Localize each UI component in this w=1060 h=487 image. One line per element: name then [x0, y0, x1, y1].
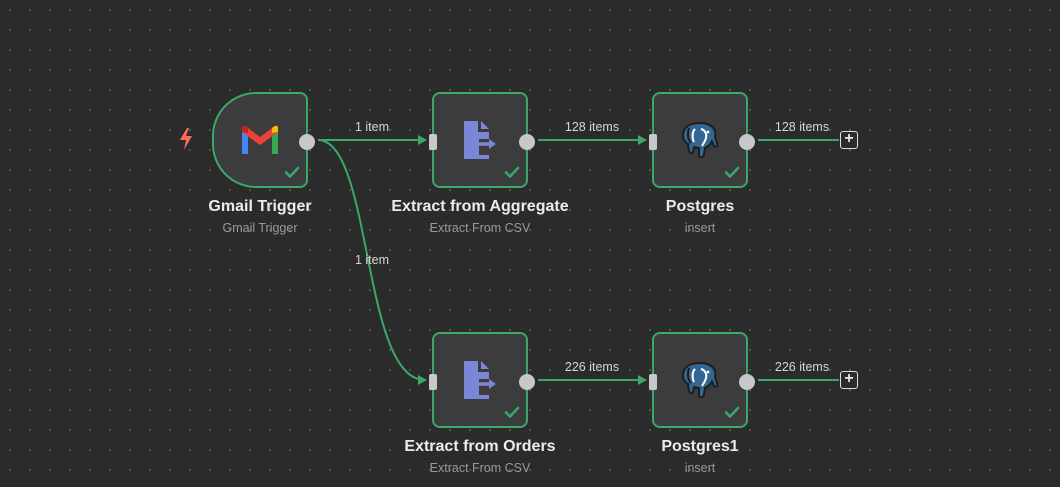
- postgres-icon: [682, 362, 719, 399]
- edge-label: 226 items: [774, 360, 830, 374]
- node-subtitle: Extract From CSV: [429, 221, 531, 235]
- postgres-icon: [682, 122, 719, 159]
- node-extract-from-aggregate[interactable]: [429, 92, 535, 188]
- input-handle[interactable]: [429, 374, 437, 390]
- gmail-icon: [242, 125, 278, 154]
- success-check-icon: [724, 166, 740, 178]
- node-subtitle: Extract From CSV: [429, 461, 531, 475]
- node-postgres[interactable]: [649, 92, 755, 188]
- edge-label: 226 items: [564, 360, 620, 374]
- node-title: Extract from Aggregate: [391, 198, 569, 215]
- edge-label: 1 item: [354, 253, 390, 267]
- success-check-icon: [504, 406, 520, 418]
- edge-label: 1 item: [354, 120, 390, 134]
- output-handle[interactable]: [739, 374, 755, 390]
- input-handle[interactable]: [649, 374, 657, 390]
- arrowhead: [418, 375, 427, 385]
- node-title: Postgres: [665, 198, 735, 215]
- node-subtitle: insert: [684, 461, 716, 475]
- node-title: Extract from Orders: [404, 438, 556, 455]
- edge-label: 128 items: [564, 120, 620, 134]
- extract-file-icon: [464, 361, 496, 399]
- output-handle[interactable]: [739, 134, 755, 150]
- output-handle[interactable]: [519, 134, 535, 150]
- node-subtitle: insert: [684, 221, 716, 235]
- output-handle[interactable]: [519, 374, 535, 390]
- input-handle[interactable]: [649, 134, 657, 150]
- node-postgres1[interactable]: [649, 332, 755, 428]
- arrowhead: [638, 375, 647, 385]
- success-check-icon: [284, 166, 300, 178]
- extract-file-icon: [464, 121, 496, 159]
- add-node-button[interactable]: +: [840, 371, 858, 389]
- node-gmail-trigger[interactable]: [212, 92, 315, 188]
- arrowhead: [638, 135, 647, 145]
- node-title: Gmail Trigger: [208, 198, 312, 215]
- arrowhead: [418, 135, 427, 145]
- node-extract-from-orders[interactable]: [429, 332, 535, 428]
- edge-label: 128 items: [774, 120, 830, 134]
- output-handle[interactable]: [299, 134, 315, 150]
- success-check-icon: [724, 406, 740, 418]
- trigger-bolt-icon: [180, 128, 192, 150]
- input-handle[interactable]: [429, 134, 437, 150]
- success-check-icon: [504, 166, 520, 178]
- node-title: Postgres1: [661, 438, 739, 455]
- add-node-button[interactable]: +: [840, 131, 858, 149]
- node-subtitle: Gmail Trigger: [222, 221, 298, 235]
